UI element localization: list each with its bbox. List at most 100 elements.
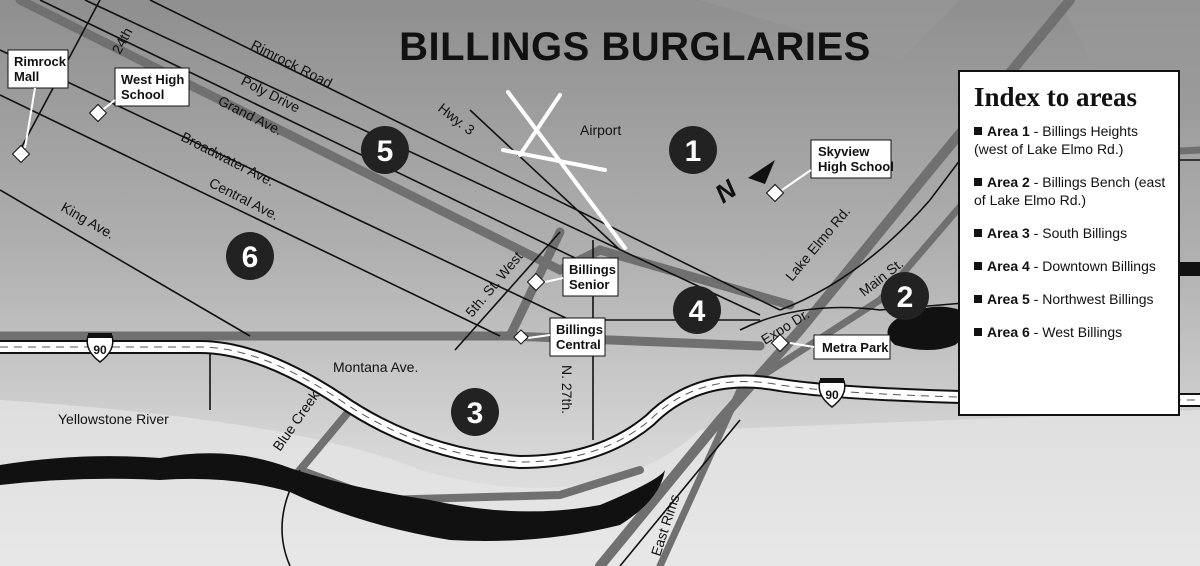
label-montana-ave: Montana Ave.: [333, 359, 418, 375]
area-number: 4: [689, 295, 706, 328]
legend-area-label: Area 4: [987, 258, 1030, 274]
rimrock-mall-marker: [11, 144, 31, 164]
landmark-billings-senior: Billings Senior: [526, 257, 619, 297]
callout-line-2: School: [121, 87, 164, 102]
legend-area-label: Area 3: [987, 225, 1030, 241]
bullet-square-icon: [974, 262, 982, 270]
legend-area-desc: - Downtown Billings: [1029, 258, 1156, 274]
metra-park-marker: [770, 333, 790, 353]
street-broadwater: [0, 49, 571, 321]
street-king: [0, 189, 251, 337]
street-5th-west: [454, 231, 561, 351]
interstate-shield-2: 90: [818, 378, 846, 408]
area-number: 3: [467, 397, 484, 430]
area-markers: 1 2 3 4 5 6: [226, 126, 929, 436]
legend-item-area-4: Area 4 - Downtown Billings: [974, 257, 1166, 275]
legend-item-area-3: Area 3 - South Billings: [974, 224, 1166, 242]
landmark-west-high: West High School: [88, 67, 190, 123]
legend-area-desc: - West Billings: [1029, 324, 1123, 340]
legend-area-desc: - Northwest Billings: [1029, 291, 1154, 307]
callout-line-1: Rimrock: [14, 54, 67, 69]
callout-box: [7, 49, 69, 89]
label-yellowstone-river-west: Yellowstone River: [58, 411, 169, 427]
skyview-marker: [765, 183, 785, 203]
callout-line-2: High School: [818, 159, 894, 174]
billings-senior-marker: [526, 272, 546, 292]
callout-line-2: Mall: [14, 69, 39, 84]
river-edge: [1180, 262, 1200, 276]
legend-item-area-1: Area 1 - Billings Heights (west of Lake …: [974, 122, 1166, 158]
street-east: [619, 419, 741, 566]
callout-pointer: [781, 169, 812, 191]
shield-band: [88, 333, 112, 338]
interstate-90: [0, 340, 1200, 470]
callout-line-1: Skyview: [818, 144, 870, 159]
runway-3: [518, 93, 562, 157]
bullet-square-icon: [974, 178, 982, 186]
bullet-square-icon: [974, 127, 982, 135]
bullet-square-icon: [974, 295, 982, 303]
area-circle: [361, 126, 409, 174]
area-marker-1: 1: [669, 126, 717, 174]
area-circle: [673, 286, 721, 334]
yellowstone-river: [0, 453, 665, 541]
area-number: 5: [377, 135, 394, 168]
west-high-marker: [88, 103, 108, 123]
area-marker-5: 5: [361, 126, 409, 174]
street-central: [0, 94, 501, 337]
callout-box: [562, 257, 619, 297]
area-index-legend: Index to areas Area 1 - Billings Heights…: [958, 70, 1180, 416]
label-airport: Airport: [580, 122, 621, 138]
shield-shape: [86, 335, 114, 363]
legend-item-area-2: Area 2 - Billings Bench (east of Lake El…: [974, 173, 1166, 209]
map-title: BILLINGS BURGLARIES: [399, 25, 871, 69]
area-circle: [226, 232, 274, 280]
legend-item-area-6: Area 6 - West Billings: [974, 323, 1166, 341]
callout-line-1: West High: [121, 72, 184, 87]
callout-box: [813, 334, 891, 360]
street-expo: [739, 299, 1001, 331]
shield-number: 90: [825, 388, 839, 402]
callout-pointer: [24, 87, 36, 149]
bullet-square-icon: [974, 229, 982, 237]
landmark-billings-central: Billings Central: [513, 317, 606, 357]
callout-box: [549, 317, 606, 357]
area-circle: [669, 126, 717, 174]
area-marker-3: 3: [451, 388, 499, 436]
street-poly: [84, 0, 761, 316]
street-rimrock: [149, 0, 781, 311]
legend-area-label: Area 2: [987, 174, 1030, 190]
legend-area-label: Area 6: [987, 324, 1030, 340]
i90-centerline: [0, 346, 1200, 463]
interstate-shield-1: 90: [86, 333, 114, 363]
billings-central-marker: [513, 329, 529, 345]
street-hwy3: [469, 109, 621, 251]
callout-line-1: Billings: [569, 262, 616, 277]
callout-pointer: [544, 277, 564, 283]
shield-number: 90: [93, 343, 107, 357]
callout-line-1: Metra Park: [822, 340, 889, 355]
area-number: 1: [685, 135, 702, 168]
shield-band: [820, 378, 844, 383]
callout-box: [810, 139, 892, 179]
area-circle: [451, 388, 499, 436]
callout-line-1: Billings: [556, 322, 603, 337]
callout-box: [114, 67, 190, 107]
area-number: 6: [242, 241, 259, 274]
callout-pointer: [527, 334, 551, 339]
landmark-skyview-high: Skyview High School: [765, 139, 894, 203]
area-marker-6: 6: [226, 232, 274, 280]
area-number: 2: [897, 281, 914, 314]
airport-runways: [501, 90, 627, 250]
legend-area-label: Area 5: [987, 291, 1030, 307]
legend-title: Index to areas: [974, 82, 1138, 112]
legend-item-area-5: Area 5 - Northwest Billings: [974, 290, 1166, 308]
shield-shape: [818, 380, 846, 408]
legend-area-desc: - Billings Bench (east of Lake Elmo Rd.): [974, 174, 1166, 208]
legend-area-label: Area 1: [987, 123, 1030, 139]
area-marker-2: 2: [881, 272, 929, 320]
label-n-27th: N. 27th.: [559, 365, 575, 414]
area-marker-4: 4: [673, 286, 721, 334]
callout-line-2: Central: [556, 337, 601, 352]
